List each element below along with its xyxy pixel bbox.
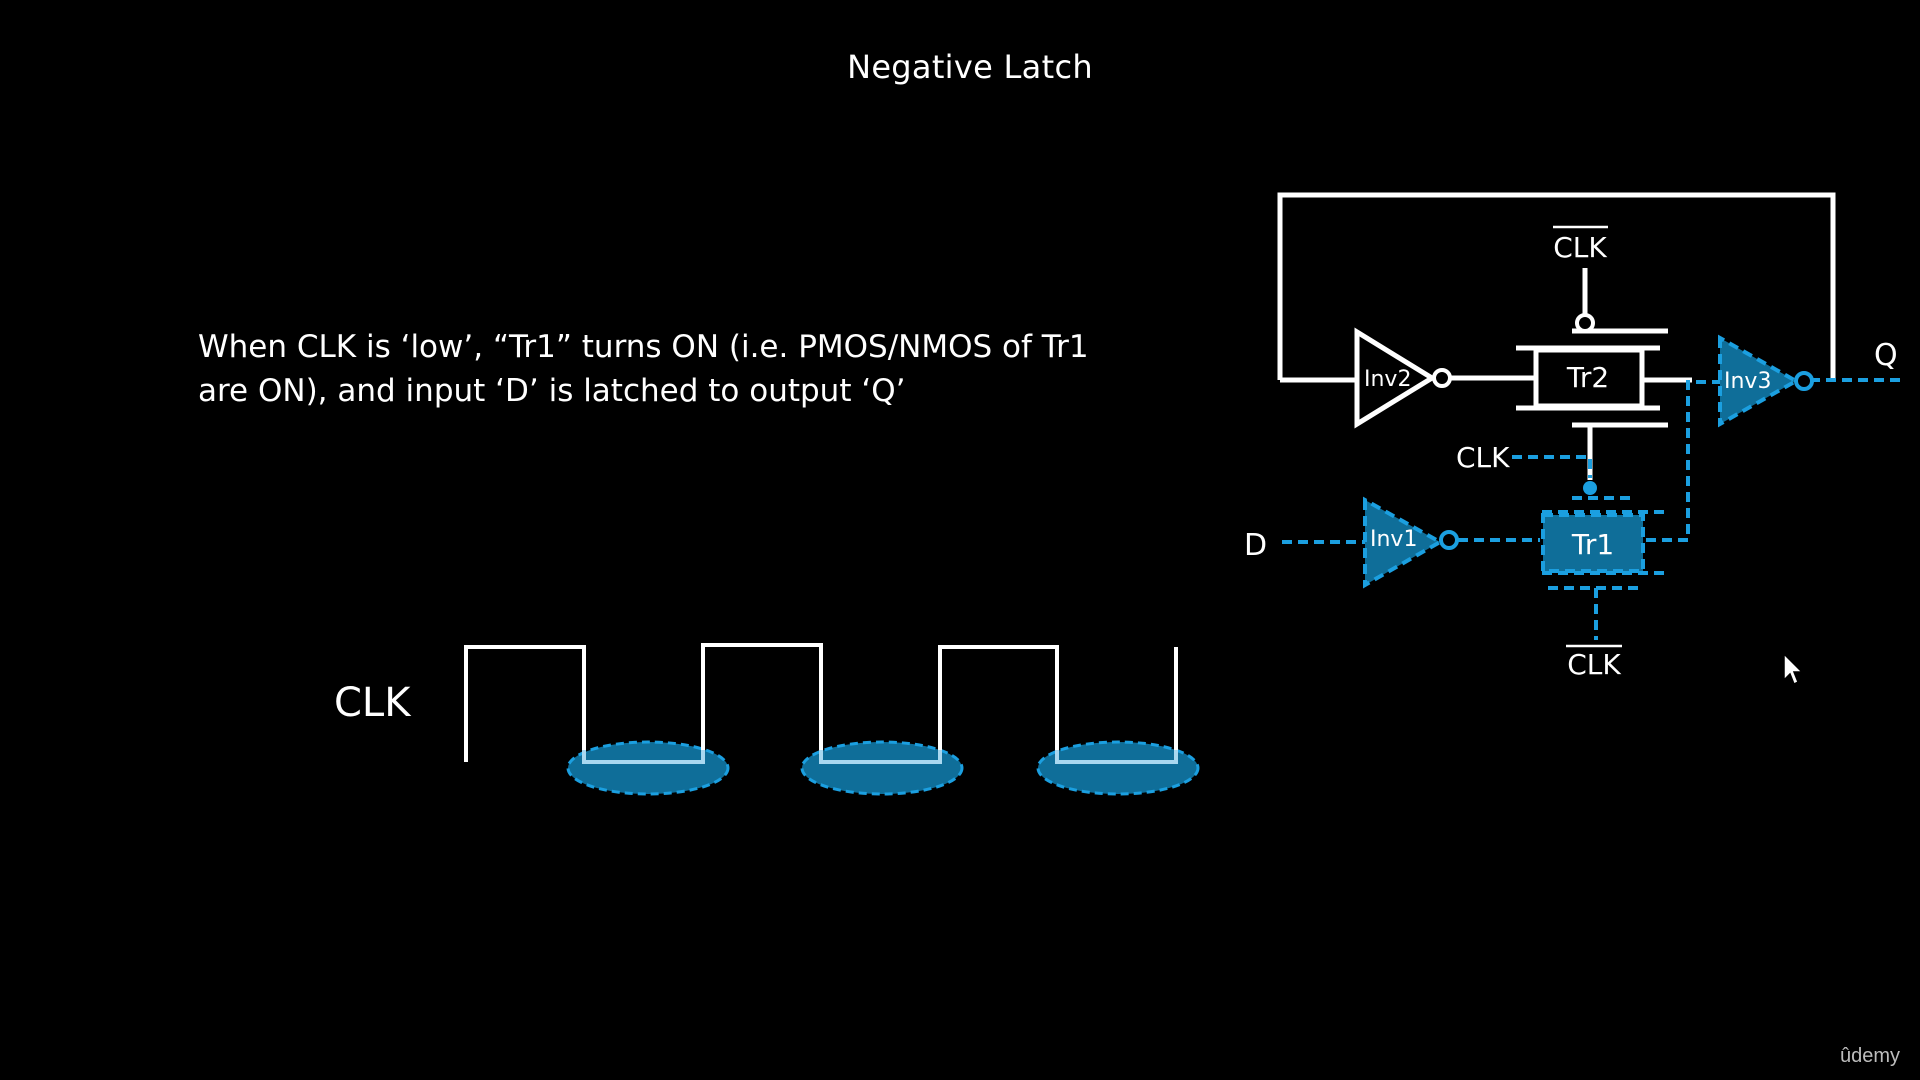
- inv3-label: Inv3: [1724, 369, 1771, 394]
- output-q-label: Q: [1874, 338, 1898, 373]
- inv1-label: Inv1: [1370, 527, 1417, 552]
- mouse-cursor-icon: [1783, 652, 1804, 686]
- slide-title: Negative Latch: [847, 48, 1093, 86]
- clk-bar-top: CLK: [1553, 225, 1608, 264]
- description-text: When CLK is ‘low’, “Tr1” turns ON (i.e. …: [198, 325, 1098, 413]
- inv1-gate: Inv1: [1363, 496, 1459, 589]
- tr1-gate: Tr1: [1541, 513, 1645, 573]
- inv3-gate: Inv3: [1718, 334, 1814, 428]
- clk-waveform: [464, 643, 1200, 796]
- clk-bar-bottom-label: CLK: [1567, 648, 1621, 681]
- inv2-label: Inv2: [1364, 367, 1411, 392]
- latch-circuit: Inv2 Tr2 CLK: [1244, 192, 1900, 681]
- tr2-gate: Tr2: [1516, 268, 1668, 480]
- tr1-label: Tr1: [1571, 528, 1614, 561]
- input-d-label: D: [1244, 528, 1267, 563]
- clk-bar-top-label: CLK: [1553, 231, 1607, 264]
- udemy-watermark: ûdemy: [1839, 1045, 1900, 1067]
- clk-mid-label: CLK: [1456, 441, 1510, 474]
- clk-bar-bottom: CLK: [1566, 644, 1622, 681]
- tr2-label: Tr2: [1566, 361, 1609, 394]
- description-line-2: are ON), and input ‘D’ is latched to out…: [198, 373, 906, 409]
- inv2-gate: Inv2: [1354, 327, 1452, 429]
- description-line-1: When CLK is ‘low’, “Tr1” turns ON (i.e. …: [198, 329, 1089, 365]
- low-phase-highlight-2: [800, 740, 964, 796]
- feedback-wire: [1277, 192, 1836, 380]
- waveform-clk-label: CLK: [334, 680, 411, 726]
- low-phase-highlight-3: [1036, 740, 1200, 796]
- low-phase-highlight-1: [566, 740, 730, 796]
- clk-square-wave: [464, 645, 586, 762]
